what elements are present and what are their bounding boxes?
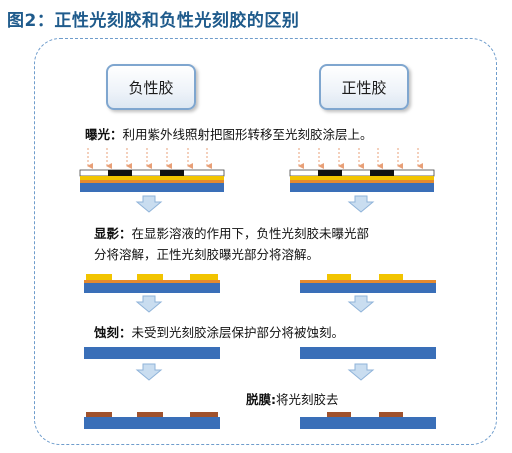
substrate	[84, 417, 220, 429]
mask-opaque	[160, 170, 184, 176]
develop-desc-line1: 在显影溶液的作用下，负性光刻胶未曝光部	[131, 226, 370, 241]
develop-caption-line2: 分将溶解，正性光刻胶曝光部分将溶解。	[94, 244, 319, 263]
strip-stack-positive	[300, 412, 436, 429]
resist-remaining	[190, 274, 218, 280]
exposure-caption: 曝光：利用紫外线照射把图形转移至光刻胶涂层上。	[85, 124, 373, 143]
uv-arrows-negative	[87, 148, 212, 169]
resist-remaining	[86, 274, 112, 280]
resist-remaining	[379, 274, 403, 280]
strip-caption: 脱膜:将光刻胶去	[246, 389, 339, 408]
oxide-layer	[80, 180, 224, 183]
oxide-pattern	[190, 412, 218, 417]
uv-arrows-positive	[298, 148, 423, 169]
negative-resist-header: 负性胶	[106, 64, 196, 110]
etch-term: 蚀刻：	[94, 325, 132, 340]
exposure-desc: 利用紫外线照射把图形转移至光刻胶涂层上。	[122, 127, 373, 142]
resist-remaining	[137, 274, 163, 280]
oxide-pattern	[137, 412, 163, 417]
develop-caption: 显影：在显影溶液的作用下，负性光刻胶未曝光部	[94, 223, 369, 242]
mask-opaque	[318, 170, 342, 176]
etched-substrate-positive	[300, 347, 436, 359]
diagram-frame	[34, 38, 497, 445]
exposure-stack-positive	[289, 169, 435, 192]
etched-substrate-negative	[84, 347, 220, 359]
mask-opaque	[108, 170, 132, 176]
exposure-term: 曝光：	[85, 127, 123, 142]
mask-plate	[79, 169, 225, 177]
develop-term: 显影：	[94, 226, 132, 241]
flow-arrows	[135, 195, 375, 381]
oxide-layer	[84, 280, 220, 283]
figure-title: 图2：正性光刻胶和负性光刻胶的区别	[7, 11, 300, 31]
develop-desc-line2: 分将溶解，正性光刻胶曝光部分将溶解。	[94, 247, 320, 262]
develop-stack-negative	[84, 274, 220, 293]
oxide-pattern	[327, 412, 351, 417]
develop-stack-positive	[300, 274, 436, 293]
photoresist-layer	[80, 176, 224, 180]
strip-stack-negative	[84, 412, 220, 429]
exposure-stack-negative	[79, 169, 225, 192]
photoresist-layer	[290, 176, 434, 180]
oxide-pattern	[86, 412, 112, 417]
positive-resist-header: 正性胶	[319, 64, 409, 110]
strip-desc: 将光刻胶去	[276, 392, 339, 407]
negative-resist-label: 负性胶	[128, 78, 174, 97]
substrate	[300, 417, 436, 429]
oxide-layer	[300, 280, 436, 283]
substrate	[290, 183, 434, 192]
etch-desc: 未受到光刻胶涂层保护部分将被蚀刻。	[131, 325, 345, 340]
oxide-pattern	[379, 412, 403, 417]
mask-plate	[289, 169, 435, 177]
strip-term: 脱膜:	[246, 392, 276, 407]
oxide-layer	[290, 180, 434, 183]
mask-opaque	[370, 170, 394, 176]
resist-remaining	[327, 274, 351, 280]
substrate	[84, 283, 220, 293]
etch-caption: 蚀刻：未受到光刻胶涂层保护部分将被蚀刻。	[94, 322, 344, 341]
positive-resist-label: 正性胶	[341, 78, 387, 97]
substrate	[300, 283, 436, 293]
substrate	[80, 183, 224, 192]
